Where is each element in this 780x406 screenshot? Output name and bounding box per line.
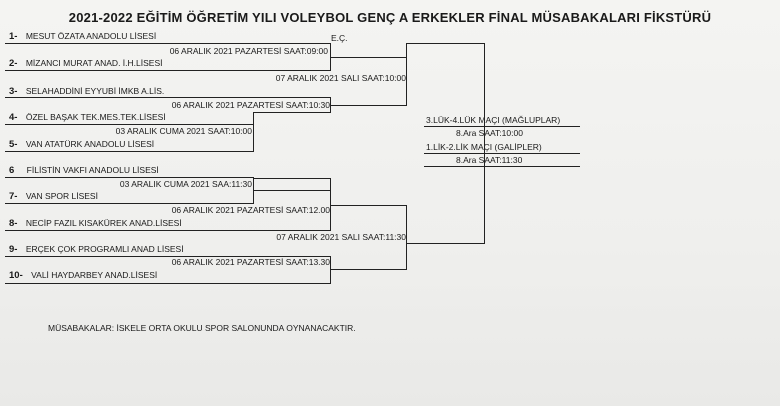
bracket-line <box>330 57 406 58</box>
match-time-bottom-semi: 07 ARALIK 2021 SALI SAAT:11:30 <box>276 232 406 242</box>
bracket-line <box>406 43 484 44</box>
venue-note: MÜSABAKALAR: İSKELE ORTA OKULU SPOR SALO… <box>48 323 356 333</box>
team-name: VAN ATATÜRK ANADOLU LİSESİ <box>25 139 155 149</box>
bracket-line <box>5 70 330 71</box>
team-row-9: 9- ERÇEK ÇOK PROGRAMLI ANAD LİSESİ <box>9 244 184 255</box>
match-note: E.Ç. <box>331 33 348 43</box>
bracket-line <box>5 203 253 204</box>
team-row-3: 3- SELAHADDİNİ EYYUBİ İMKB A.LİS. <box>9 86 164 97</box>
bracket-line <box>5 151 253 152</box>
team-number: 4- <box>9 112 18 123</box>
team-number: 3- <box>9 86 18 97</box>
bracket-line <box>330 205 406 206</box>
team-name: MESUT ÖZATA ANADOLU LİSESİ <box>25 31 157 41</box>
bracket-line <box>424 153 580 154</box>
third-place-label: 3.LÜK-4.LÜK MAÇI (MAĞLUPLAR) <box>426 115 561 125</box>
team-name: ÖZEL BAŞAK TEK.MES.TEK.LİSESİ <box>25 112 166 122</box>
team-name: NECİP FAZIL KISAKÜREK ANAD.LİSESİ <box>25 218 182 228</box>
bracket-line <box>406 243 484 244</box>
bracket-line <box>5 256 330 257</box>
bracket-line <box>5 43 330 44</box>
bracket-line <box>484 167 485 244</box>
team-number: 1- <box>9 31 18 42</box>
match-time-4-5: 03 ARALIK CUMA 2021 SAAT:10:00 <box>115 126 252 136</box>
match-time-1-2: 06 ARALIK 2021 PAZARTESİ SAAT:09:00 <box>169 46 328 56</box>
final-time: 8.Ara SAAT:11:30 <box>456 155 523 165</box>
team-number: 5- <box>9 139 18 150</box>
bracket-line <box>484 43 485 167</box>
team-row-6: 6 FİLİSTİN VAKFI ANADOLU LİSESİ <box>9 165 159 176</box>
team-name: ERÇEK ÇOK PROGRAMLI ANAD LİSESİ <box>25 244 184 254</box>
team-number: 10- <box>9 270 23 281</box>
bracket-line <box>5 177 253 178</box>
team-row-7: 7- VAN SPOR LİSESİ <box>9 191 98 202</box>
team-row-2: 2- MİZANCI MURAT ANAD. İ.H.LİSESİ <box>9 58 162 69</box>
bracket-line <box>5 283 330 284</box>
bracket-line <box>330 256 331 284</box>
team-name: MİZANCI MURAT ANAD. İ.H.LİSESİ <box>25 58 163 68</box>
team-number: 9- <box>9 244 18 255</box>
team-name: FİLİSTİN VAKFI ANADOLU LİSESİ <box>26 165 159 175</box>
match-time-3-winner45: 06 ARALIK 2021 PAZARTESİ SAAT:10:30 <box>171 100 330 110</box>
match-time-6-7: 03 ARALIK CUMA 2021 SAA:11:30 <box>119 179 252 189</box>
match-time-8-winner67: 06 ARALIK 2021 PAZARTESİ SAAT:12.00 <box>171 205 330 215</box>
team-row-1: 1- MESUT ÖZATA ANADOLU LİSESİ <box>9 31 156 42</box>
bracket-line <box>253 112 330 113</box>
team-row-10: 10- VALİ HAYDARBEY ANAD.LİSESİ <box>9 270 157 281</box>
team-name: VAN SPOR LİSESİ <box>25 191 98 201</box>
team-number: 6 <box>9 165 15 176</box>
team-name: VALİ HAYDARBEY ANAD.LİSESİ <box>31 270 158 280</box>
bracket-line <box>253 178 330 179</box>
team-row-4: 4- ÖZEL BAŞAK TEK.MES.TEK.LİSESİ <box>9 112 166 123</box>
bracket-line <box>5 97 330 98</box>
bracket-line <box>253 112 254 152</box>
bracket-line <box>5 230 330 231</box>
team-name: SELAHADDİNİ EYYUBİ İMKB A.LİS. <box>25 86 165 96</box>
team-number: 2- <box>9 58 18 69</box>
bracket-line <box>424 126 580 127</box>
third-place-time: 8.Ara SAAT:10:00 <box>456 128 523 138</box>
match-time-9-10: 06 ARALIK 2021 PAZARTESİ SAAT:13.30 <box>171 257 330 267</box>
match-time-top-semi: 07 ARALIK 2021 SALI SAAT:10:00 <box>275 73 406 83</box>
bracket-line <box>330 178 331 231</box>
team-row-5: 5- VAN ATATÜRK ANADOLU LİSESİ <box>9 139 154 150</box>
final-label: 1.LİK-2.LİK MAÇI (GALİPLER) <box>426 142 542 152</box>
bracket-line <box>330 105 406 106</box>
team-number: 8- <box>9 218 18 229</box>
page-title: 2021-2022 EĞİTİM ÖĞRETİM YILI VOLEYBOL G… <box>68 10 712 25</box>
bracket-line <box>330 269 406 270</box>
bracket-line <box>5 124 253 125</box>
bracket-line <box>424 166 580 167</box>
team-row-8: 8- NECİP FAZIL KISAKÜREK ANAD.LİSESİ <box>9 218 182 229</box>
bracket-line <box>406 205 407 270</box>
team-number: 7- <box>9 191 18 202</box>
bracket-line <box>253 190 330 191</box>
bracket-line <box>406 43 407 106</box>
